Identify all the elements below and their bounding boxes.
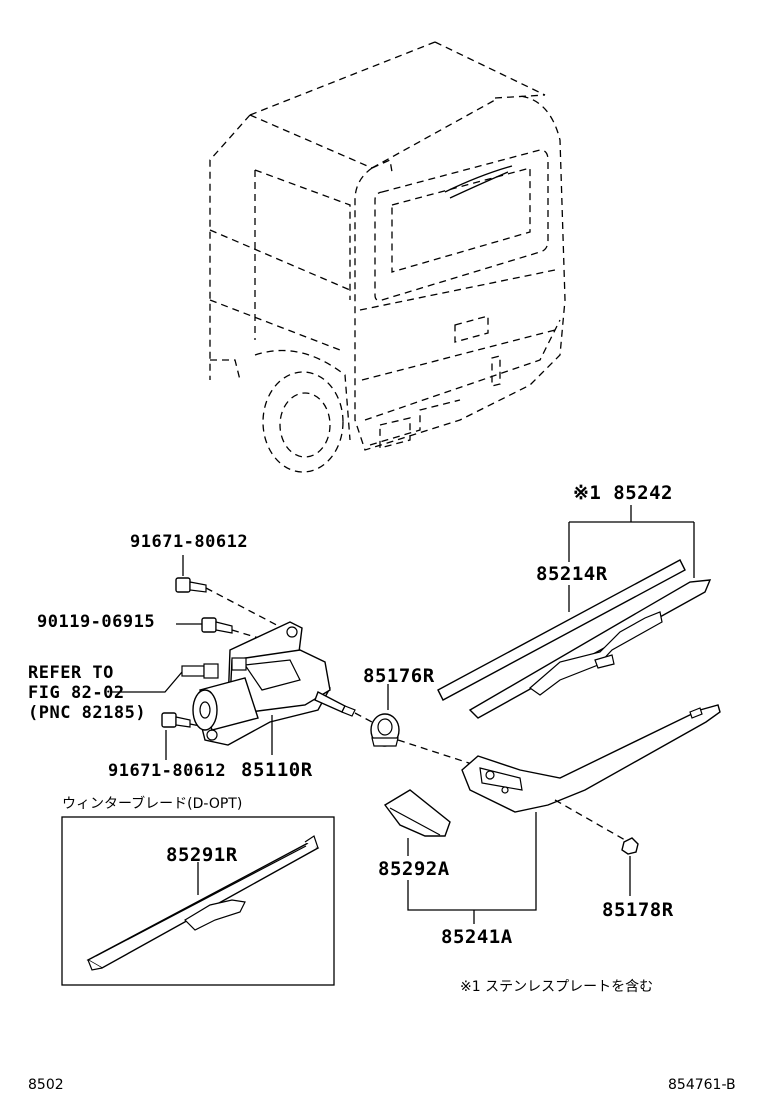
refer-pnc-label: (PNC 82185) bbox=[28, 703, 147, 723]
pivot-cap-85176r bbox=[370, 713, 400, 747]
wiper-blade-85242 bbox=[437, 559, 712, 719]
winter-blade-box bbox=[61, 816, 335, 986]
part-label-91671-80612-bottom: 91671-80612 bbox=[108, 761, 227, 781]
part-label-85178r: 85178R bbox=[602, 899, 674, 921]
winter-box-title: ウィンターブレード(D-OPT) bbox=[62, 796, 243, 812]
part-label-85241a: 85241A bbox=[441, 926, 513, 948]
bolt-91671-80612-top bbox=[175, 577, 207, 593]
vehicle-rear-illustration bbox=[209, 41, 566, 473]
part-label-85110r: 85110R bbox=[241, 759, 313, 781]
leader-lines bbox=[110, 505, 695, 924]
part-label-85291r: 85291R bbox=[166, 844, 238, 866]
nut-85178r bbox=[621, 837, 639, 855]
part-label-85214r: 85214R bbox=[536, 563, 608, 585]
wiper-arm-85241a bbox=[461, 704, 721, 813]
footer-left-code: 8502 bbox=[28, 1077, 64, 1093]
refer-fig-label: FIG 82-02 bbox=[28, 683, 125, 703]
refer-to-label: REFER TO bbox=[28, 663, 114, 683]
part-label-85292a: 85292A bbox=[378, 858, 450, 880]
bolt-90119-06915 bbox=[201, 617, 233, 634]
wiper-motor-85110r bbox=[181, 621, 356, 746]
part-label-90119-06915: 90119-06915 bbox=[37, 612, 156, 632]
arm-cover-85292a bbox=[383, 789, 451, 837]
bolt-91671-80612-bottom bbox=[161, 712, 191, 728]
part-label-85242: ※1 85242 bbox=[573, 482, 673, 504]
footer-right-code: 854761-B bbox=[668, 1077, 736, 1093]
footnote: ※1 ステンレスプレートを含む bbox=[460, 979, 654, 995]
part-label-91671-80612-top: 91671-80612 bbox=[130, 532, 249, 552]
part-label-85176r: 85176R bbox=[363, 665, 435, 687]
